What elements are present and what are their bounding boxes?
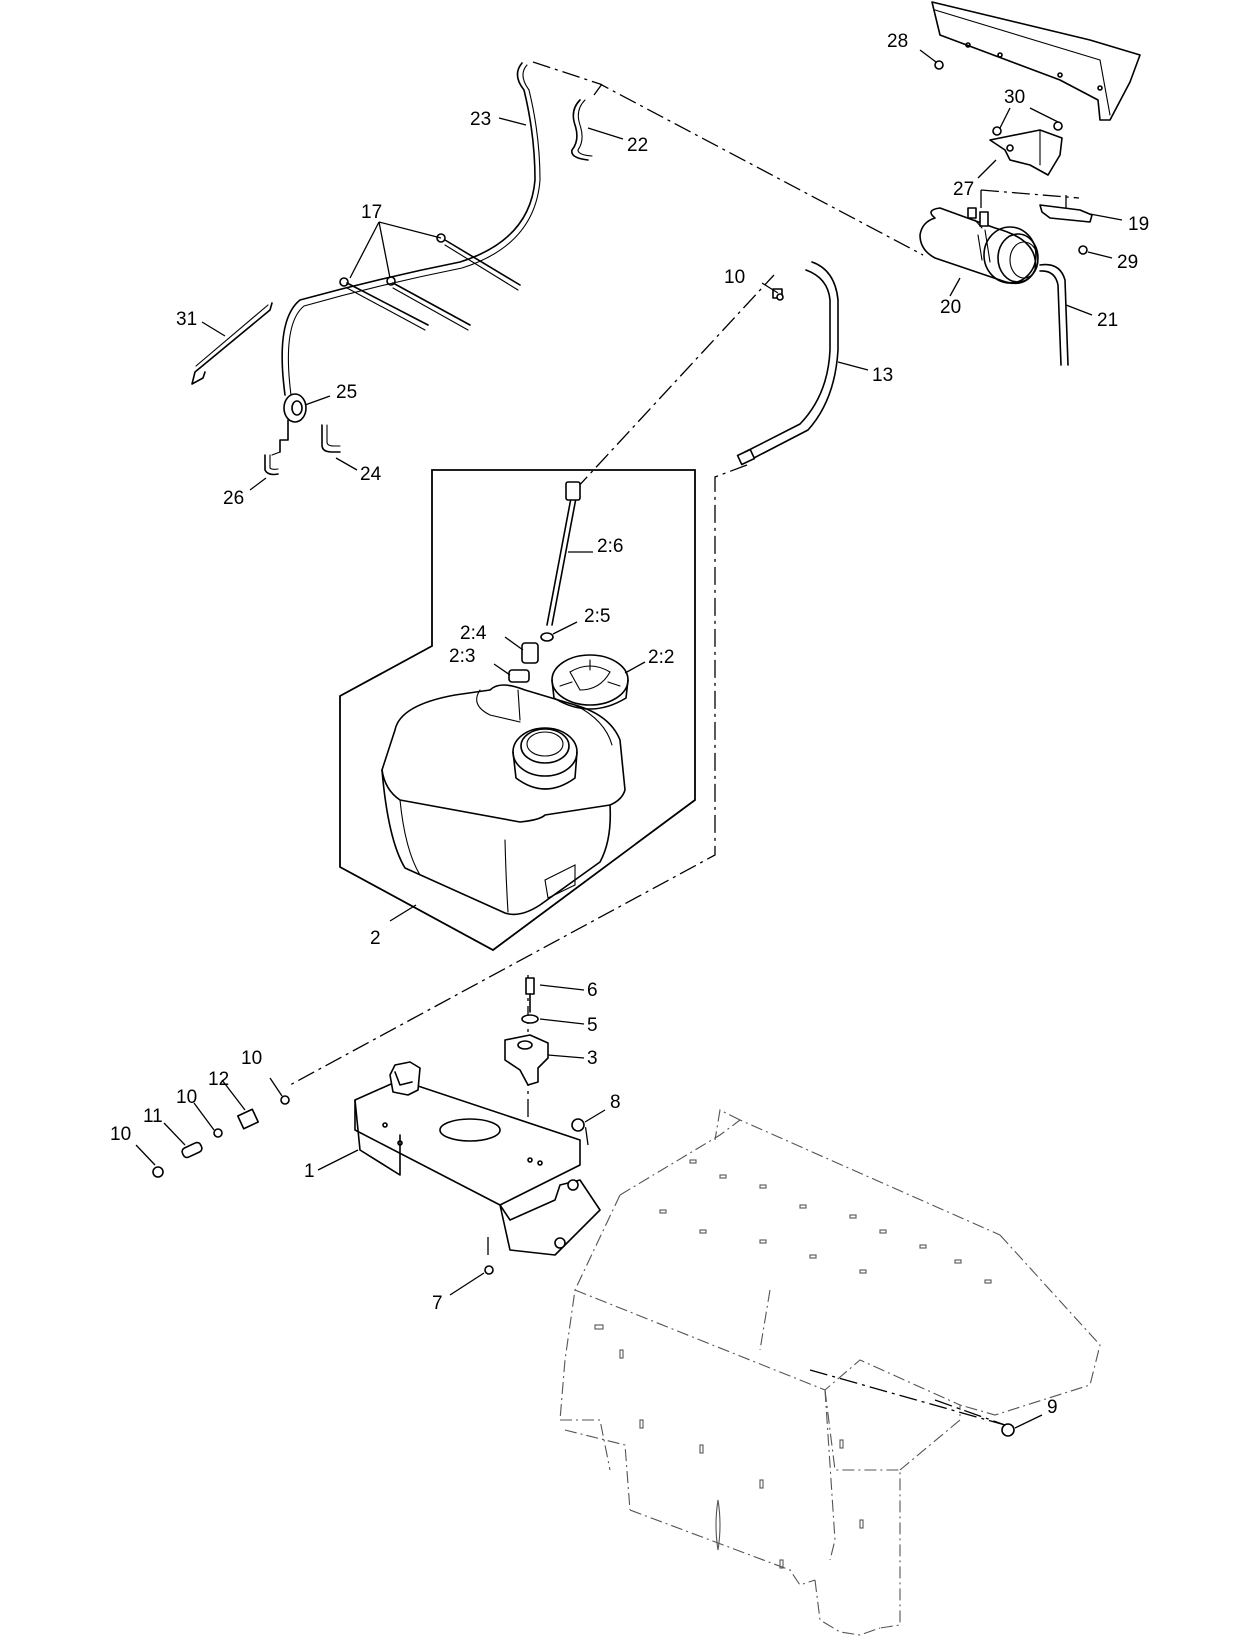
callout-11: 11 [143, 1106, 163, 1127]
fuel-tank [381, 684, 626, 916]
callout-28: 28 [887, 31, 908, 52]
fuel-cap [551, 654, 629, 710]
callout-5: 5 [587, 1015, 598, 1036]
callout-22: 22 [627, 135, 648, 156]
callout-12: 12 [208, 1069, 229, 1090]
callout-2-5: 2:5 [584, 606, 610, 627]
fitting-24 [321, 424, 341, 453]
hose-23 [281, 62, 541, 396]
hose-22 [571, 99, 593, 161]
callout-8: 8 [610, 1092, 621, 1113]
callout-26: 26 [223, 488, 244, 509]
callout-7: 7 [432, 1293, 443, 1314]
callout-19: 19 [1128, 214, 1149, 235]
callout-1: 1 [304, 1161, 315, 1182]
callout-2: 2 [370, 928, 381, 949]
callout-2-3: 2:3 [449, 646, 475, 667]
machine-frame-phantom [559, 1109, 1101, 1636]
callout-31: 31 [176, 309, 197, 330]
callout-10-top: 10 [724, 267, 745, 288]
vent-hose [736, 261, 839, 466]
callout-6: 6 [587, 980, 598, 1001]
callout-2-2: 2:2 [648, 647, 674, 668]
clip-19 [1039, 204, 1093, 223]
fasteners-5-6 [484, 977, 1015, 1437]
fitting-26 [264, 454, 279, 476]
callout-24: 24 [360, 464, 382, 485]
frame-holes [594, 1159, 992, 1569]
callout-29: 29 [1117, 252, 1138, 273]
callout-10-left: 10 [110, 1124, 131, 1145]
callout-10-right: 10 [241, 1048, 262, 1069]
fitting-25 [271, 393, 307, 456]
callout-17: 17 [361, 202, 382, 223]
callout-30: 30 [1004, 87, 1025, 108]
callout-10-mid: 10 [176, 1087, 197, 1108]
callout-27: 27 [953, 179, 974, 200]
leader-lines [135, 49, 1123, 1429]
screws [934, 60, 1088, 255]
panel-28 [931, 1, 1141, 121]
callout-2-6: 2:6 [597, 536, 623, 557]
fuel-line-fittings [152, 293, 784, 1178]
hose-21 [1039, 263, 1069, 366]
callout-labels: 28 30 27 19 29 20 21 23 22 17 10 13 31 2… [110, 31, 1149, 1418]
tank-bracket [354, 1061, 601, 1256]
callout-13: 13 [872, 365, 893, 386]
tie-31 [191, 302, 273, 385]
fuel-tank-inset-frame [339, 469, 696, 952]
callout-23: 23 [470, 109, 491, 130]
callout-25: 25 [336, 382, 357, 403]
callout-3: 3 [587, 1048, 598, 1069]
assembly-lines [289, 61, 1080, 1426]
bracket-27 [989, 129, 1063, 176]
cable-ties [339, 233, 521, 331]
callout-21: 21 [1097, 310, 1118, 331]
fuel-gauge-parts [508, 481, 581, 721]
callout-20: 20 [940, 297, 961, 318]
clamp-3 [504, 1034, 549, 1086]
callout-9: 9 [1047, 1397, 1058, 1418]
callout-2-4: 2:4 [460, 623, 487, 644]
charcoal-canister [919, 207, 1039, 285]
